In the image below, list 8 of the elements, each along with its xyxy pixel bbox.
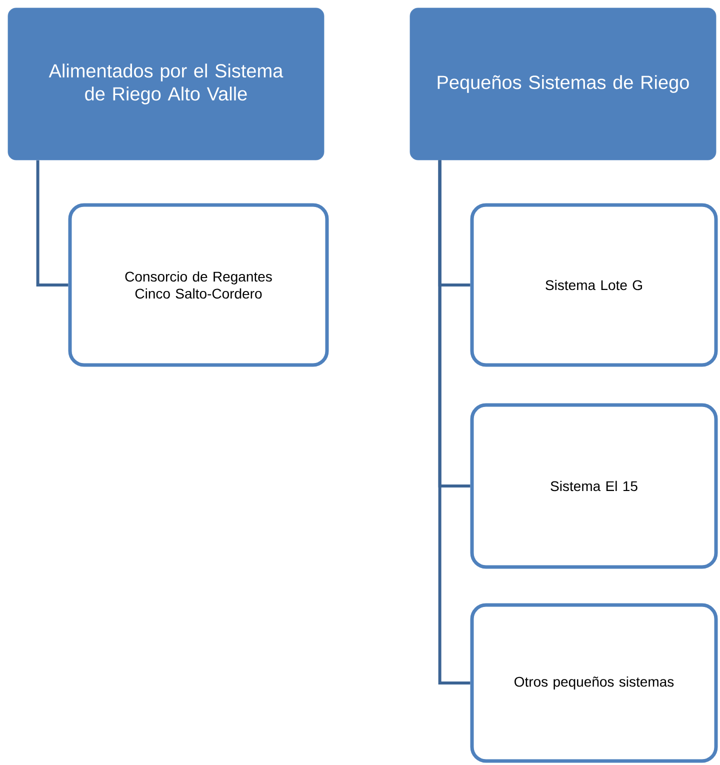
header-box: Alimentados por el Sistema de Riego Alto Valle [8, 8, 324, 160]
item-box: Otros pequeños sistemas [470, 603, 718, 763]
item-box: Sistema Lote G [470, 203, 718, 367]
connector-line [438, 160, 470, 684]
header-box: Pequeños Sistemas de Riego [410, 8, 716, 160]
item-box: Consorcio de Regantes Cinco Salto-Cordero [68, 203, 329, 367]
connector-line [36, 160, 68, 286]
item-box: Sistema El 15 [470, 403, 718, 569]
